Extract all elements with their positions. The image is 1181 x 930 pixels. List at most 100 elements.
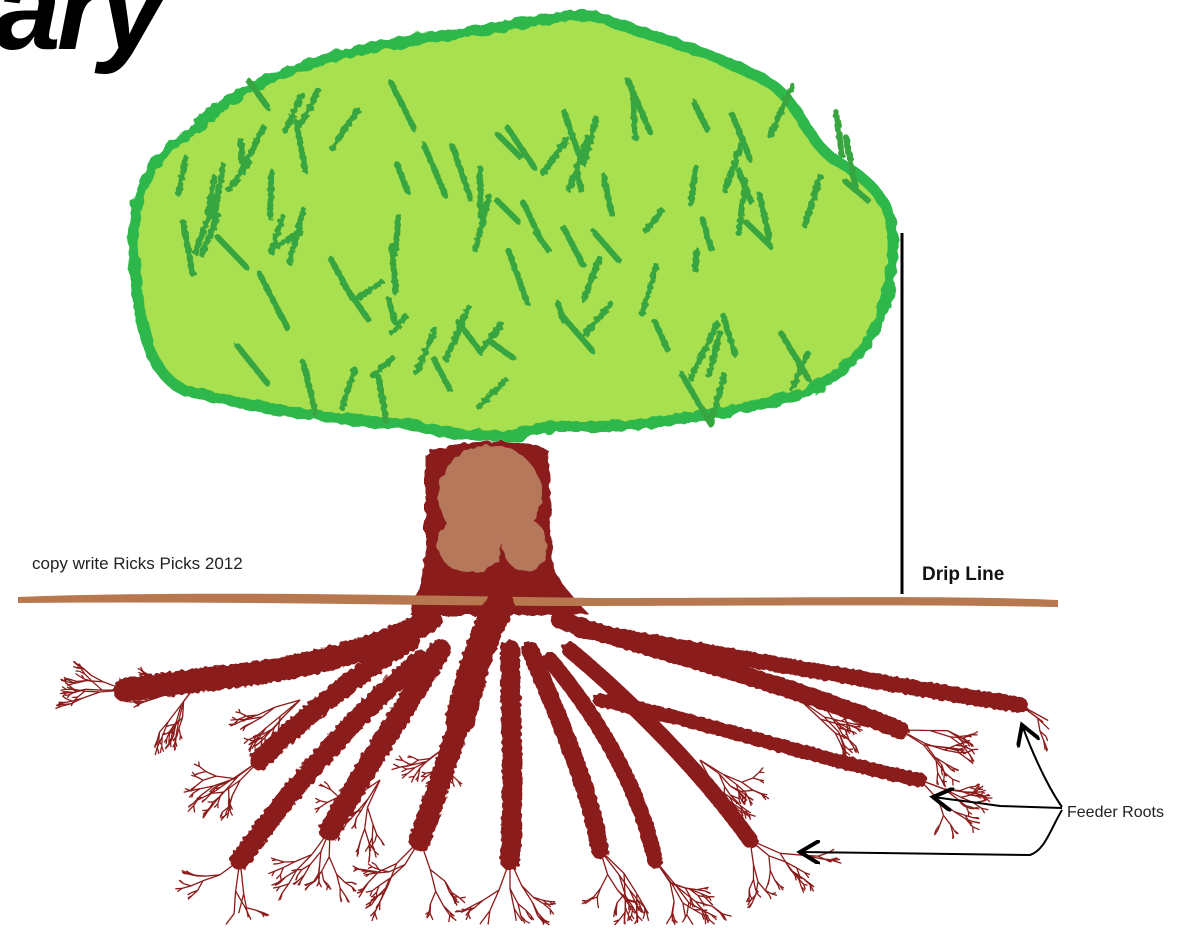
- fine-root: [85, 691, 100, 692]
- fine-root: [697, 888, 704, 889]
- fine-root: [691, 921, 693, 925]
- fine-root: [666, 915, 671, 924]
- fine-root: [960, 748, 964, 749]
- fine-root: [948, 731, 957, 737]
- fine-root: [953, 779, 960, 782]
- fine-root: [206, 772, 216, 777]
- fine-root: [62, 687, 66, 690]
- fine-root: [683, 903, 686, 918]
- fine-root: [226, 914, 234, 925]
- fine-root: [708, 901, 712, 905]
- fine-root: [372, 862, 376, 864]
- fine-root: [319, 883, 321, 888]
- fine-root: [973, 827, 974, 833]
- fine-root: [940, 816, 944, 825]
- fine-root: [352, 887, 354, 892]
- fine-root: [402, 769, 407, 772]
- fine-root: [760, 780, 764, 781]
- canopy-stroke: [395, 216, 399, 255]
- fine-root: [195, 773, 199, 774]
- fine-root: [278, 862, 284, 864]
- fine-root: [65, 679, 69, 680]
- fine-root: [937, 773, 938, 780]
- fine-root: [629, 905, 630, 910]
- fine-root: [188, 893, 192, 895]
- fine-root: [407, 764, 412, 765]
- fine-root: [159, 732, 160, 740]
- fine-root: [63, 704, 71, 705]
- canopy-stroke: [241, 140, 242, 162]
- fine-root: [359, 870, 366, 871]
- fine-root: [810, 885, 811, 891]
- fine-root: [234, 891, 236, 914]
- fine-root: [673, 902, 675, 914]
- fine-root: [63, 692, 67, 693]
- fine-root: [713, 906, 721, 913]
- fine-root: [244, 738, 249, 740]
- fine-root: [320, 801, 327, 803]
- fine-root: [431, 891, 436, 903]
- fine-root: [963, 806, 969, 807]
- fine-root: [856, 726, 860, 727]
- fine-root: [766, 885, 768, 889]
- fine-root: [526, 921, 530, 923]
- fine-root: [295, 855, 312, 862]
- fine-root: [687, 903, 689, 915]
- fine-root: [973, 827, 980, 830]
- fine-root: [329, 857, 337, 875]
- fine-root: [365, 829, 370, 844]
- fine-root: [453, 776, 459, 782]
- fine-root: [769, 871, 770, 880]
- fine-root: [67, 687, 71, 688]
- canopy-stroke: [480, 168, 481, 216]
- feeder-roots-callout: [800, 725, 1062, 855]
- fine-root: [340, 888, 346, 896]
- fine-root: [322, 857, 330, 871]
- fine-root: [365, 846, 369, 852]
- fine-root: [930, 731, 951, 737]
- fine-root: [749, 880, 753, 890]
- canopy-stroke: [695, 251, 697, 270]
- fine-root: [250, 740, 254, 741]
- fine-root: [373, 824, 377, 834]
- callout-arrow: [933, 797, 1062, 808]
- fine-root: [687, 915, 691, 921]
- fine-root: [449, 915, 450, 922]
- fine-root: [625, 896, 626, 912]
- fine-root: [196, 777, 203, 781]
- fine-root: [390, 865, 405, 879]
- fine-root: [422, 772, 426, 773]
- fine-root: [924, 745, 937, 761]
- root: [510, 650, 512, 860]
- fine-root: [320, 803, 328, 808]
- fine-root: [372, 824, 373, 837]
- fine-root: [393, 764, 399, 767]
- fine-root: [453, 782, 455, 787]
- feeder-roots-label: Feeder Roots: [1067, 804, 1164, 822]
- fine-root: [944, 772, 945, 776]
- fine-root: [196, 780, 204, 786]
- fine-root: [244, 740, 248, 744]
- fine-root: [183, 873, 188, 874]
- fine-root: [412, 757, 418, 760]
- fine-root: [322, 871, 324, 881]
- fine-root: [324, 782, 328, 785]
- fine-root: [422, 777, 427, 782]
- fine-root: [982, 800, 987, 801]
- fine-root: [460, 897, 466, 898]
- fine-root: [803, 878, 810, 883]
- fine-root: [76, 674, 79, 677]
- trunk-bark-patch: [503, 519, 547, 571]
- fine-root: [598, 904, 599, 909]
- fine-root: [628, 916, 629, 921]
- fine-root: [960, 787, 969, 790]
- fine-root: [272, 860, 277, 861]
- fine-root: [758, 882, 765, 890]
- fine-root: [953, 779, 954, 785]
- fine-root: [280, 875, 281, 880]
- callout-arrow: [800, 810, 1062, 855]
- fine-root: [92, 681, 102, 690]
- fine-root: [76, 681, 86, 682]
- fine-root: [315, 798, 320, 801]
